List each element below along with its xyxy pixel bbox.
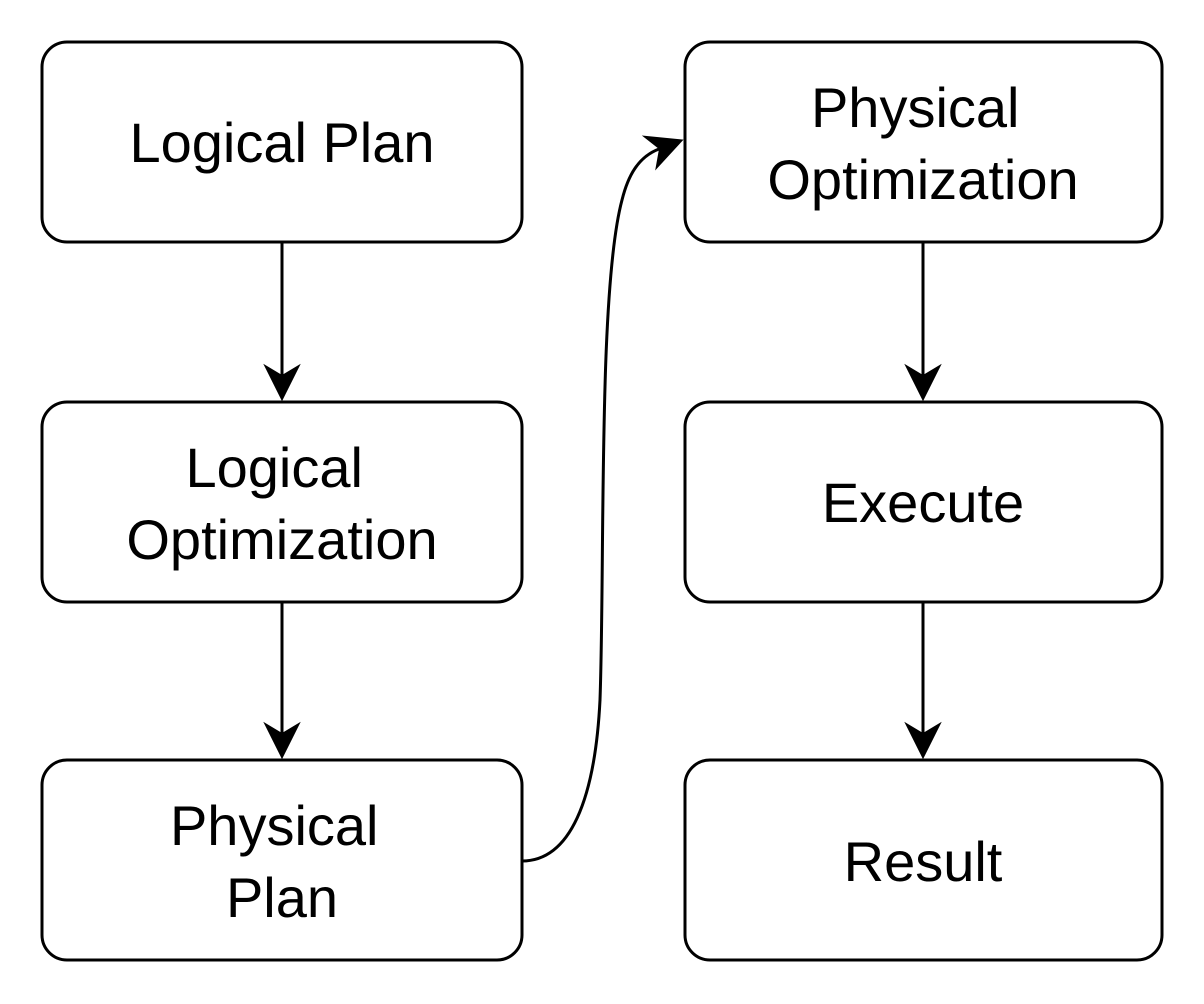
node-result-label: Result <box>844 830 1003 893</box>
node-result-box <box>683 758 1164 962</box>
node-physical-optimization-box <box>683 40 1164 244</box>
node-result-label-line1: Result <box>844 830 1003 893</box>
node-physical-optimization-label-line1: Physical <box>811 76 1020 139</box>
node-logical-plan-box <box>40 40 524 244</box>
node-logical-plan-label: Logical Plan <box>129 111 434 174</box>
node-execute-label: Execute <box>822 471 1024 534</box>
node-logical-optimization-label-line2: Optimization <box>126 508 437 571</box>
node-logical-optimization: Logical Optimization <box>40 400 524 604</box>
node-logical-plan-label-line1: Logical Plan <box>129 111 434 174</box>
node-physical-plan-label-line1: Physical <box>170 794 379 857</box>
edges-layer <box>263 135 942 863</box>
edge-physical-plan-to-physical-optimization-curved-arrow <box>521 135 684 863</box>
node-logical-optimization-label-line1: Logical <box>185 436 362 499</box>
node-execute: Execute <box>683 400 1164 604</box>
node-physical-optimization: Physical Optimization <box>683 40 1164 244</box>
node-physical-optimization-label-line2: Optimization <box>767 148 1078 211</box>
node-physical-plan-label: Physical Plan <box>170 794 394 929</box>
node-logical-plan: Logical Plan <box>40 40 524 244</box>
node-execute-label-line1: Execute <box>822 471 1024 534</box>
node-logical-optimization-label: Logical Optimization <box>126 436 437 571</box>
node-physical-plan-box <box>40 758 524 962</box>
node-logical-optimization-box <box>40 400 524 604</box>
node-execute-box <box>683 400 1164 604</box>
node-physical-plan: Physical Plan <box>40 758 524 962</box>
node-physical-optimization-label: Physical Optimization <box>767 76 1078 211</box>
node-result: Result <box>683 758 1164 962</box>
node-physical-plan-label-line2: Plan <box>226 866 338 929</box>
